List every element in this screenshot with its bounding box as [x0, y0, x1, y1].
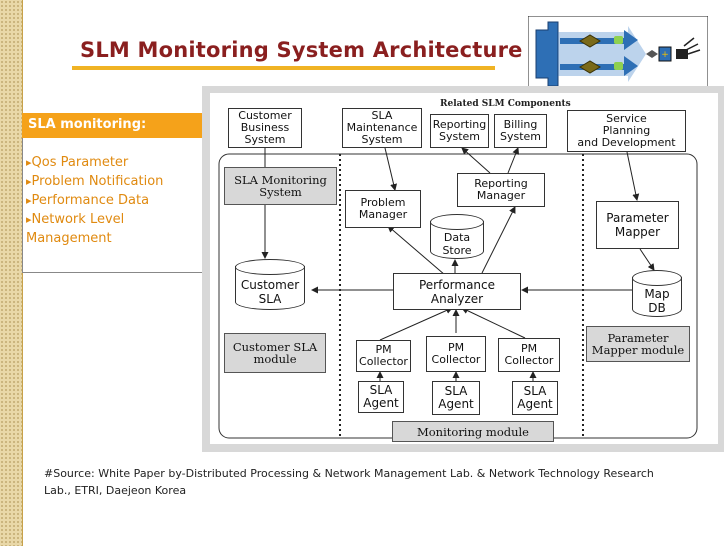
monitoring-module: Monitoring module — [392, 421, 554, 442]
problem-manager: Problem Manager — [345, 190, 421, 228]
pm-collector-1: PM Collector — [356, 340, 411, 372]
reporting-manager: Reporting Manager — [457, 173, 545, 207]
list-item: Problem Notification — [26, 172, 206, 191]
parameter-mapper: Parameter Mapper — [596, 201, 679, 249]
performance-analyzer: Performance Analyzer — [393, 273, 521, 310]
customer-sla-store: Customer SLA — [235, 259, 305, 310]
map-db: Map DB — [632, 270, 682, 317]
title-underline — [72, 66, 495, 70]
service-planning-system: Service Planning and Development — [567, 110, 686, 152]
customer-sla-module: Customer SLA module — [224, 333, 326, 373]
parameter-mapper-module: Parameter Mapper module — [586, 326, 690, 362]
sla-agent-2: SLA Agent — [432, 381, 480, 415]
reporting-system: Reporting System — [430, 114, 489, 148]
list-item: Network Level Management — [26, 210, 206, 248]
customer-business-system: Customer Business System — [228, 108, 302, 148]
svg-text:+: + — [661, 50, 669, 60]
decorative-divider — [22, 0, 23, 546]
sla-monitoring-system: SLA Monitoring System — [224, 167, 337, 205]
list-item: Performance Data — [26, 191, 206, 210]
process-flow-illustration: + — [528, 16, 708, 91]
slide-title: SLM Monitoring System Architecture — [80, 38, 523, 62]
billing-system: Billing System — [494, 114, 547, 148]
pm-collector-3: PM Collector — [498, 338, 560, 372]
decorative-stripe — [0, 0, 22, 546]
sla-monitoring-header: SLA monitoring: — [22, 113, 206, 138]
data-store: Data Store — [430, 214, 484, 259]
sla-monitoring-list: Qos Parameter Problem Notification Perfo… — [26, 153, 206, 248]
source-citation: #Source: White Paper by-Distributed Proc… — [44, 467, 654, 497]
sla-agent-3: SLA Agent — [512, 381, 558, 415]
sla-monitoring-heading: SLA monitoring: — [28, 117, 147, 132]
sla-maintenance-system: SLA Maintenance System — [342, 108, 422, 148]
pm-collector-2: PM Collector — [426, 336, 486, 372]
related-components-label: Related SLM Components — [440, 99, 571, 109]
list-item: Qos Parameter — [26, 153, 206, 172]
sla-agent-1: SLA Agent — [358, 381, 404, 413]
